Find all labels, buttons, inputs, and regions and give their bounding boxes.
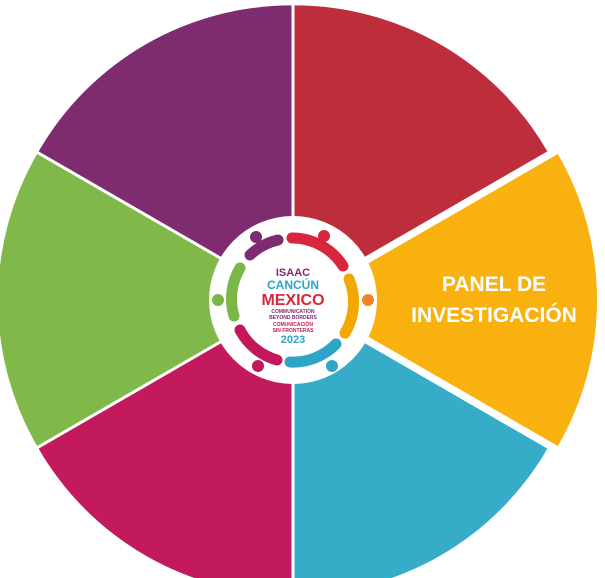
segment-labels: PANEL DE INVESTIGACIÓN <box>411 273 577 327</box>
logo-arc-purple <box>244 234 284 261</box>
wheel-segment-top-left <box>38 5 292 298</box>
logo-line-communication: COMMUNICATION <box>271 309 315 315</box>
wheel-segment-top-right <box>294 5 548 298</box>
logo-line-comunicacion: COMUNICACIÓN <box>273 320 313 328</box>
logo-line-beyond-borders: BEYOND BORDERS <box>269 315 317 321</box>
wheel-segment-left <box>0 154 290 446</box>
logo-dot-blue <box>326 360 338 372</box>
wheel-segment-bottom-right <box>294 302 548 578</box>
logo-line-year: 2023 <box>281 334 305 346</box>
logo-line-mexico: MEXICO <box>261 292 324 309</box>
panel-label-line1[interactable]: PANEL DE <box>442 273 546 296</box>
logo-dot-purple <box>250 231 262 243</box>
logo-dot-yellow <box>362 294 374 306</box>
panel-label-line2[interactable]: INVESTIGACIÓN <box>411 303 577 327</box>
logo-ring <box>212 230 374 372</box>
logo-arc-green <box>226 262 246 322</box>
logo-line-cancun: CANCÚN <box>267 277 319 292</box>
logo-arc-red <box>286 232 349 272</box>
logo-dot-pink <box>252 360 264 372</box>
wheel-segment-bottom-left <box>38 302 292 578</box>
isaac-cancun-logo: ISAAC CANCÚN MEXICO COMMUNICATION BEYOND… <box>209 216 377 384</box>
logo-dot-red <box>318 230 330 242</box>
wheel-segment-right[interactable] <box>305 154 597 446</box>
wheel-segments <box>0 5 597 578</box>
logo-arc-yellow <box>339 273 360 339</box>
logo-line-sin-fronteras: SIN FRONTERAS <box>273 328 315 334</box>
logo-arc-blue <box>284 338 342 368</box>
logo-dot-green <box>212 294 224 306</box>
logo-line-isaac: ISAAC <box>276 267 310 279</box>
logo-arc-pink <box>234 324 283 366</box>
